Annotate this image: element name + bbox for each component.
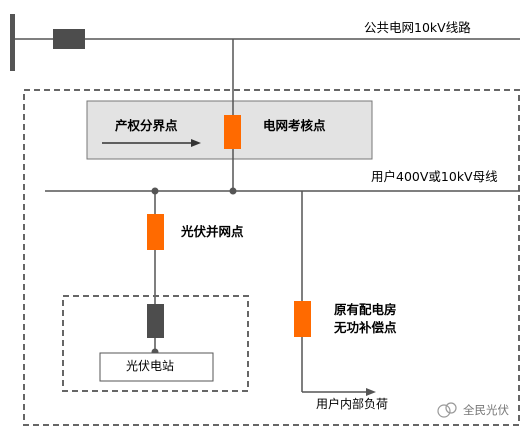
user-load-label: 用户内部负荷 bbox=[316, 397, 389, 411]
grid-busbar-post bbox=[10, 14, 15, 71]
pv-station-box bbox=[99, 352, 214, 382]
grid-assessment-box bbox=[224, 115, 241, 149]
grid-assessment-label: 电网考核点 bbox=[263, 118, 326, 133]
pv-switch-box bbox=[147, 304, 164, 338]
user-bus-label: 用户400V或10kV母线 bbox=[371, 169, 498, 184]
grid-line-label: 公共电网10kV线路 bbox=[364, 20, 471, 35]
watermark-icon bbox=[437, 402, 457, 418]
pv-grid-point-box bbox=[147, 214, 164, 250]
grid-switch-box bbox=[53, 29, 85, 49]
pv-boundary-dashed bbox=[62, 295, 249, 392]
user-boundary-dashed bbox=[23, 89, 520, 426]
original-comp-box bbox=[294, 301, 311, 337]
pv-grid-point-label: 光伏并网点 bbox=[181, 224, 244, 239]
original-comp-label: 原有配电房 无功补偿点 bbox=[334, 302, 397, 335]
property-boundary-label: 产权分界点 bbox=[115, 118, 178, 133]
boundary-arrow-head bbox=[191, 139, 201, 147]
bus-node-feeder bbox=[229, 187, 237, 195]
watermark-label: 全民光伏 bbox=[463, 403, 509, 417]
load-arrow-head bbox=[366, 388, 376, 396]
pv-station-label: 光伏电站 bbox=[126, 359, 175, 373]
